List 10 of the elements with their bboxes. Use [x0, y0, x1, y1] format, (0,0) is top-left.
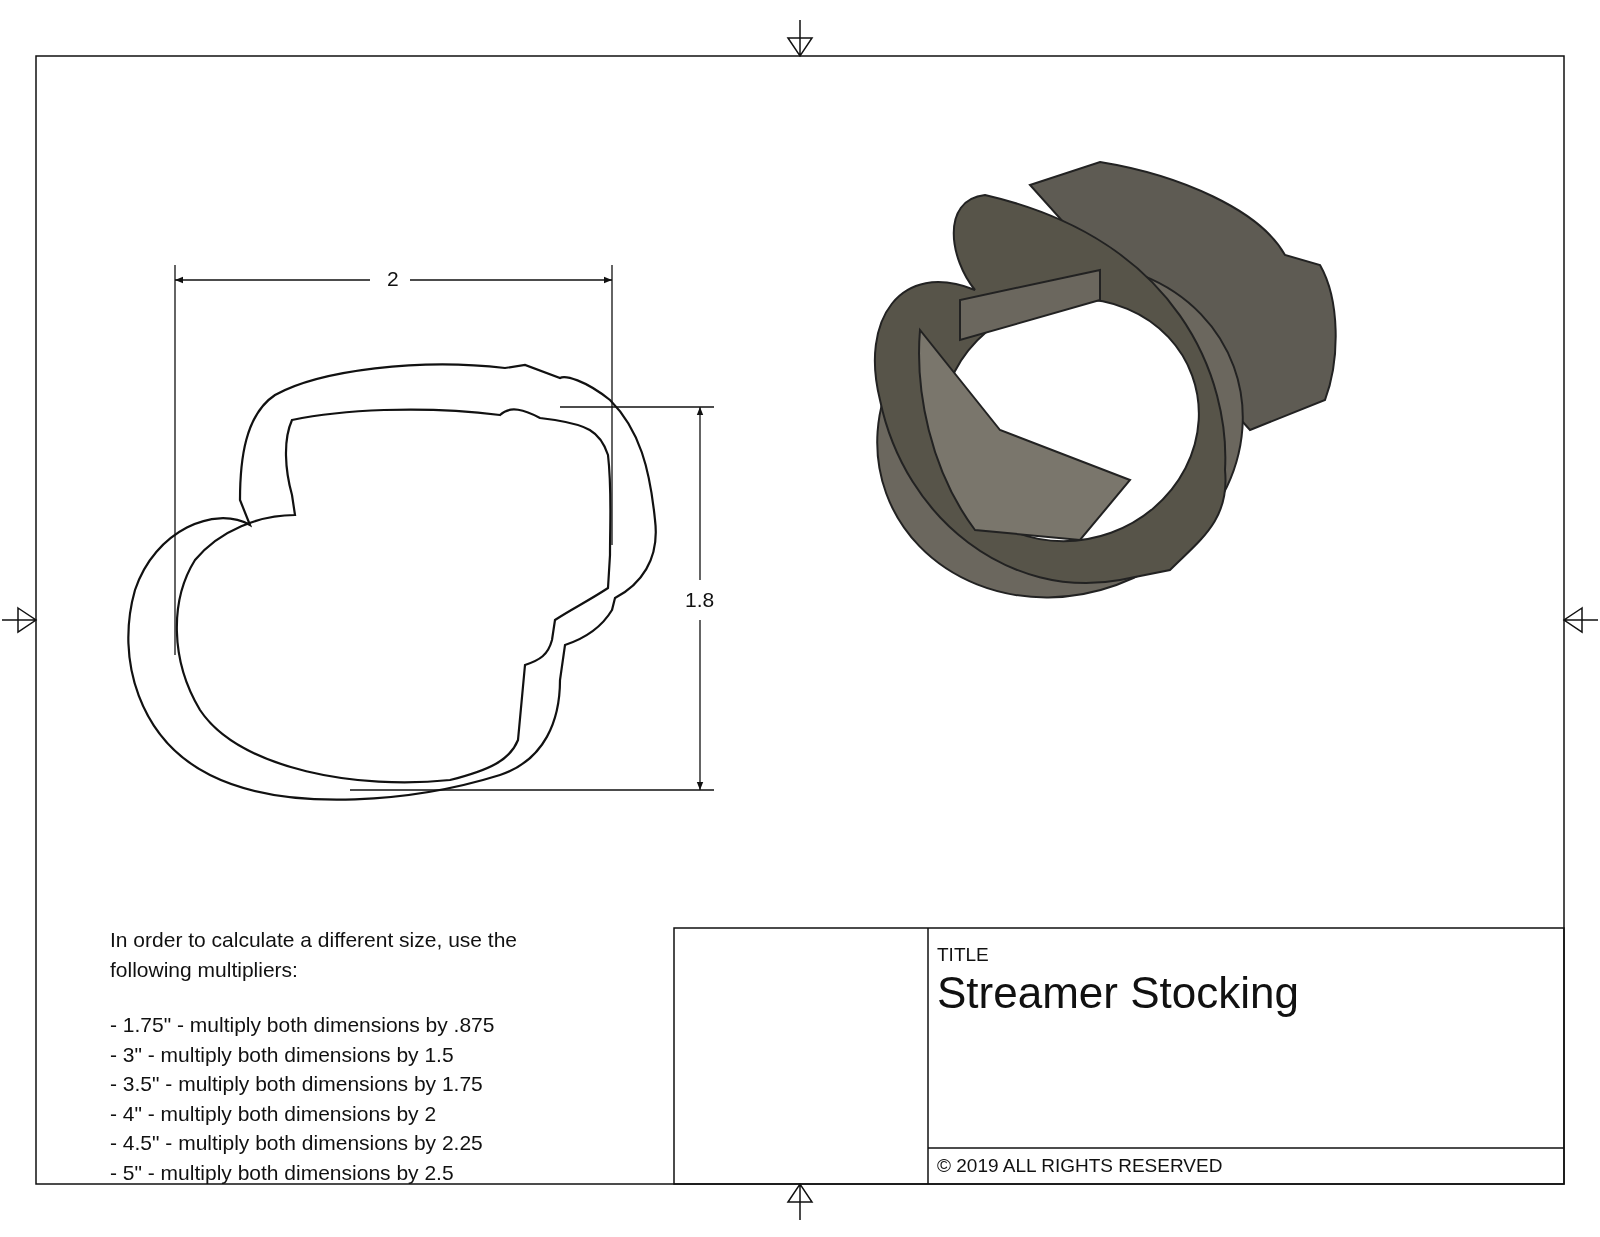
- multiplier-line: - 3" - multiply both dimensions by 1.5: [110, 1042, 454, 1067]
- instruction-text: In order to calculate a different size, use the following multipliers:: [110, 927, 519, 983]
- title-text: Streamer Stocking: [937, 968, 1299, 1018]
- copyright-text: © 2019 ALL RIGHTS RESERVED: [937, 1155, 1223, 1177]
- multiplier-line: - 5" - multiply both dimensions by 2.5: [110, 1160, 454, 1185]
- multiplier-line: - 3.5" - multiply both dimensions by 1.75: [110, 1072, 483, 1096]
- title-label: TITLE: [937, 944, 989, 966]
- multiplier-line: - 4" - multiply both dimensions by 2: [110, 1101, 437, 1126]
- multiplier-line: - 4.5" - multiply both dimensions by 2.25: [110, 1131, 483, 1155]
- multiplier-line: - 1.75" - multiply both dimensions by .875: [110, 1013, 495, 1037]
